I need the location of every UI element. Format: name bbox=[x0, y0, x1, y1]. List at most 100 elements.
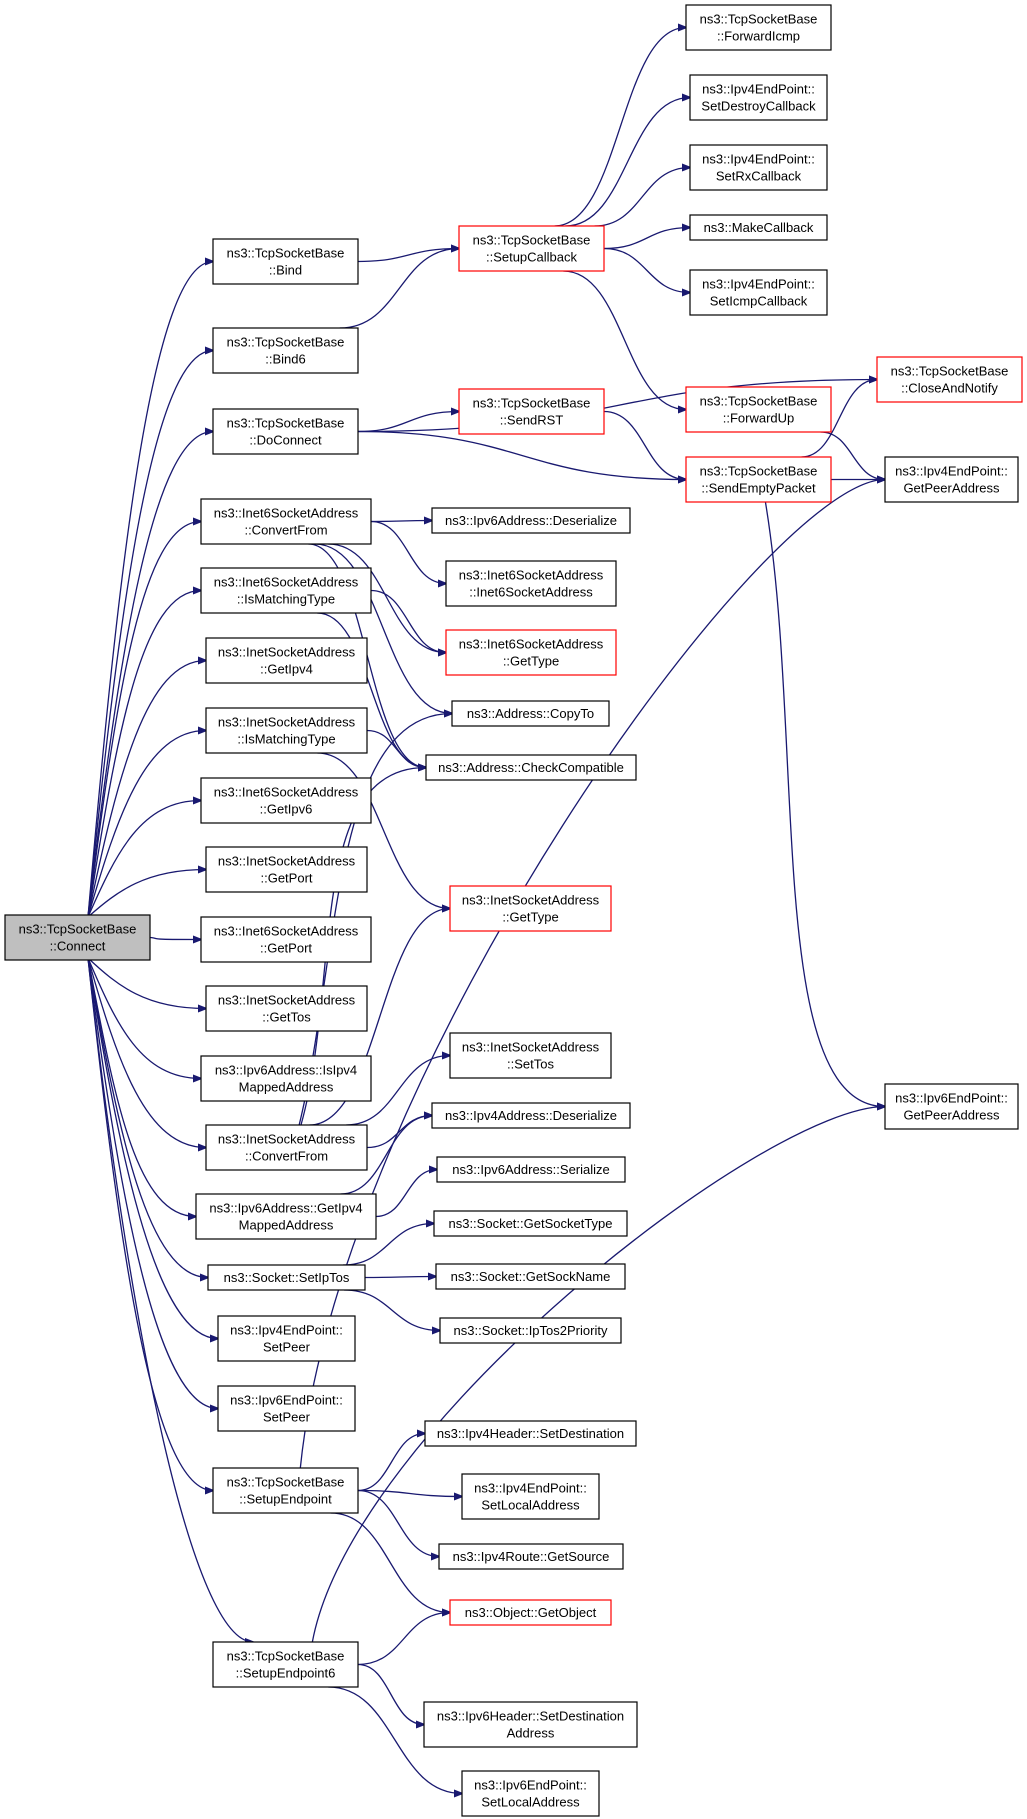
node-socket_setiptos[interactable]: ns3::Socket::SetIpTos bbox=[207, 1264, 366, 1291]
node-box-ipv4addr_deserialize[interactable] bbox=[431, 1102, 631, 1129]
node-box-isa_ismatching[interactable] bbox=[205, 707, 368, 754]
node-box-sendemptypacket[interactable] bbox=[685, 456, 832, 503]
node-box-ipv4ep_seticmpcb[interactable] bbox=[689, 269, 828, 316]
node-box-doconnect[interactable] bbox=[212, 408, 359, 455]
node-forwardup[interactable]: ns3::TcpSocketBase::ForwardUp bbox=[685, 386, 832, 433]
node-isa_getipv4[interactable]: ns3::InetSocketAddress::GetIpv4 bbox=[205, 637, 368, 684]
node-isa_ismatching[interactable]: ns3::InetSocketAddress::IsMatchingType bbox=[205, 707, 368, 754]
node-ipv4addr_deserialize[interactable]: ns3::Ipv4Address::Deserialize bbox=[431, 1102, 631, 1129]
node-socket_iptos2priority[interactable]: ns3::Socket::IpTos2Priority bbox=[439, 1317, 622, 1344]
node-box-ipv6_isipv4mapped[interactable] bbox=[200, 1055, 372, 1102]
node-box-ipv4route_getsource[interactable] bbox=[438, 1543, 624, 1570]
node-box-isa_convertfrom[interactable] bbox=[205, 1124, 368, 1171]
node-ipv4route_getsource[interactable]: ns3::Ipv4Route::GetSource bbox=[438, 1543, 624, 1570]
node-ipv6addr_serialize[interactable]: ns3::Ipv6Address::Serialize bbox=[436, 1156, 626, 1183]
node-box-ipv6_getipv4mapped[interactable] bbox=[195, 1193, 377, 1240]
node-box-i6sa_ismatching[interactable] bbox=[200, 567, 372, 614]
node-doconnect[interactable]: ns3::TcpSocketBase::DoConnect bbox=[212, 408, 359, 455]
node-ipv4ep_setlocaladdr[interactable]: ns3::Ipv4EndPoint::SetLocalAddress bbox=[461, 1473, 600, 1520]
node-box-object_getobject[interactable] bbox=[449, 1599, 612, 1626]
node-box-connect[interactable] bbox=[4, 914, 151, 961]
node-box-ipv4ep_getpeeraddr[interactable] bbox=[884, 456, 1019, 503]
node-box-isa_gettype[interactable] bbox=[449, 885, 612, 932]
node-box-socket_setiptos[interactable] bbox=[207, 1264, 366, 1291]
node-box-ipv6addr_serialize[interactable] bbox=[436, 1156, 626, 1183]
node-forwardicmp[interactable]: ns3::TcpSocketBase::ForwardIcmp bbox=[685, 4, 832, 51]
node-box-ipv6ep_getpeeraddr[interactable] bbox=[884, 1083, 1019, 1130]
node-box-setupcallback[interactable] bbox=[458, 225, 605, 272]
node-box-makecallback[interactable] bbox=[689, 214, 828, 241]
node-box-ipv4ep_setlocaladdr[interactable] bbox=[461, 1473, 600, 1520]
node-box-forwardicmp[interactable] bbox=[685, 4, 832, 51]
node-box-ipv6hdr_setdest[interactable] bbox=[423, 1701, 638, 1748]
node-box-i6sa_gettype[interactable] bbox=[445, 629, 617, 676]
node-box-setupendpoint6[interactable] bbox=[212, 1641, 359, 1688]
node-setupendpoint[interactable]: ns3::TcpSocketBase::SetupEndpoint bbox=[212, 1467, 359, 1514]
node-ipv4hdr_setdest[interactable]: ns3::Ipv4Header::SetDestination bbox=[424, 1420, 637, 1447]
node-box-ipv4ep_setpeer[interactable] bbox=[217, 1315, 356, 1362]
node-box-ipv4hdr_setdest[interactable] bbox=[424, 1420, 637, 1447]
node-i6sa_getipv6[interactable]: ns3::Inet6SocketAddress::GetIpv6 bbox=[200, 777, 372, 824]
node-box-ipv6ep_setpeer[interactable] bbox=[217, 1385, 356, 1432]
node-box-ipv6ep_setlocaladdr[interactable] bbox=[461, 1770, 600, 1817]
node-box-i6sa_getport[interactable] bbox=[200, 916, 372, 963]
node-ipv6ep_getpeeraddr[interactable]: ns3::Ipv6EndPoint::GetPeerAddress bbox=[884, 1083, 1019, 1130]
node-sendemptypacket[interactable]: ns3::TcpSocketBase::SendEmptyPacket bbox=[685, 456, 832, 503]
node-i6sa_ctor[interactable]: ns3::Inet6SocketAddress::Inet6SocketAddr… bbox=[445, 560, 617, 607]
node-box-setupendpoint[interactable] bbox=[212, 1467, 359, 1514]
node-ipv6ep_setlocaladdr[interactable]: ns3::Ipv6EndPoint::SetLocalAddress bbox=[461, 1770, 600, 1817]
node-isa_gettype[interactable]: ns3::InetSocketAddress::GetType bbox=[449, 885, 612, 932]
node-box-isa_settos[interactable] bbox=[449, 1032, 612, 1079]
node-box-closeandnotify[interactable] bbox=[876, 356, 1023, 403]
node-isa_gettos[interactable]: ns3::InetSocketAddress::GetTos bbox=[205, 985, 368, 1032]
node-ipv4ep_seticmpcb[interactable]: ns3::Ipv4EndPoint::SetIcmpCallback bbox=[689, 269, 828, 316]
node-socket_getsockname[interactable]: ns3::Socket::GetSockName bbox=[435, 1263, 626, 1290]
node-box-isa_gettos[interactable] bbox=[205, 985, 368, 1032]
node-box-socket_getsockname[interactable] bbox=[435, 1263, 626, 1290]
node-addr_copyto[interactable]: ns3::Address::CopyTo bbox=[451, 700, 610, 727]
node-i6sa_ismatching[interactable]: ns3::Inet6SocketAddress::IsMatchingType bbox=[200, 567, 372, 614]
node-ipv6addr_deserialize[interactable]: ns3::Ipv6Address::Deserialize bbox=[431, 507, 631, 534]
node-box-i6sa_getipv6[interactable] bbox=[200, 777, 372, 824]
node-box-ipv4ep_setdestroycb[interactable] bbox=[689, 74, 828, 121]
node-box-bind6[interactable] bbox=[212, 327, 359, 374]
node-box-addr_copyto[interactable] bbox=[451, 700, 610, 727]
node-sendrst[interactable]: ns3::TcpSocketBase::SendRST bbox=[458, 388, 605, 435]
node-box-forwardup[interactable] bbox=[685, 386, 832, 433]
node-i6sa_gettype[interactable]: ns3::Inet6SocketAddress::GetType bbox=[445, 629, 617, 676]
node-closeandnotify[interactable]: ns3::TcpSocketBase::CloseAndNotify bbox=[876, 356, 1023, 403]
node-ipv4ep_setpeer[interactable]: ns3::Ipv4EndPoint::SetPeer bbox=[217, 1315, 356, 1362]
node-ipv4ep_setrxcb[interactable]: ns3::Ipv4EndPoint::SetRxCallback bbox=[689, 144, 828, 191]
node-box-bind[interactable] bbox=[212, 238, 359, 285]
node-isa_settos[interactable]: ns3::InetSocketAddress::SetTos bbox=[449, 1032, 612, 1079]
node-box-isa_getipv4[interactable] bbox=[205, 637, 368, 684]
node-isa_getport[interactable]: ns3::InetSocketAddress::GetPort bbox=[205, 846, 368, 893]
node-socket_getsockettype[interactable]: ns3::Socket::GetSocketType bbox=[433, 1210, 628, 1237]
node-bind[interactable]: ns3::TcpSocketBase::Bind bbox=[212, 238, 359, 285]
node-box-ipv6addr_deserialize[interactable] bbox=[431, 507, 631, 534]
node-addr_checkcompat[interactable]: ns3::Address::CheckCompatible bbox=[425, 754, 637, 781]
node-setupcallback[interactable]: ns3::TcpSocketBase::SetupCallback bbox=[458, 225, 605, 272]
node-box-ipv4ep_setrxcb[interactable] bbox=[689, 144, 828, 191]
node-box-isa_getport[interactable] bbox=[205, 846, 368, 893]
node-object_getobject[interactable]: ns3::Object::GetObject bbox=[449, 1599, 612, 1626]
node-ipv4ep_setdestroycb[interactable]: ns3::Ipv4EndPoint::SetDestroyCallback bbox=[689, 74, 828, 121]
node-box-i6sa_convertfrom[interactable] bbox=[200, 498, 372, 545]
node-i6sa_getport[interactable]: ns3::Inet6SocketAddress::GetPort bbox=[200, 916, 372, 963]
node-makecallback[interactable]: ns3::MakeCallback bbox=[689, 214, 828, 241]
node-box-i6sa_ctor[interactable] bbox=[445, 560, 617, 607]
node-connect[interactable]: ns3::TcpSocketBase::Connect bbox=[4, 914, 151, 961]
node-box-socket_getsockettype[interactable] bbox=[433, 1210, 628, 1237]
node-ipv6ep_setpeer[interactable]: ns3::Ipv6EndPoint::SetPeer bbox=[217, 1385, 356, 1432]
node-ipv4ep_getpeeraddr[interactable]: ns3::Ipv4EndPoint::GetPeerAddress bbox=[884, 456, 1019, 503]
node-box-socket_iptos2priority[interactable] bbox=[439, 1317, 622, 1344]
node-i6sa_convertfrom[interactable]: ns3::Inet6SocketAddress::ConvertFrom bbox=[200, 498, 372, 545]
node-box-sendrst[interactable] bbox=[458, 388, 605, 435]
node-bind6[interactable]: ns3::TcpSocketBase::Bind6 bbox=[212, 327, 359, 374]
node-setupendpoint6[interactable]: ns3::TcpSocketBase::SetupEndpoint6 bbox=[212, 1641, 359, 1688]
node-isa_convertfrom[interactable]: ns3::InetSocketAddress::ConvertFrom bbox=[205, 1124, 368, 1171]
node-box-addr_checkcompat[interactable] bbox=[425, 754, 637, 781]
